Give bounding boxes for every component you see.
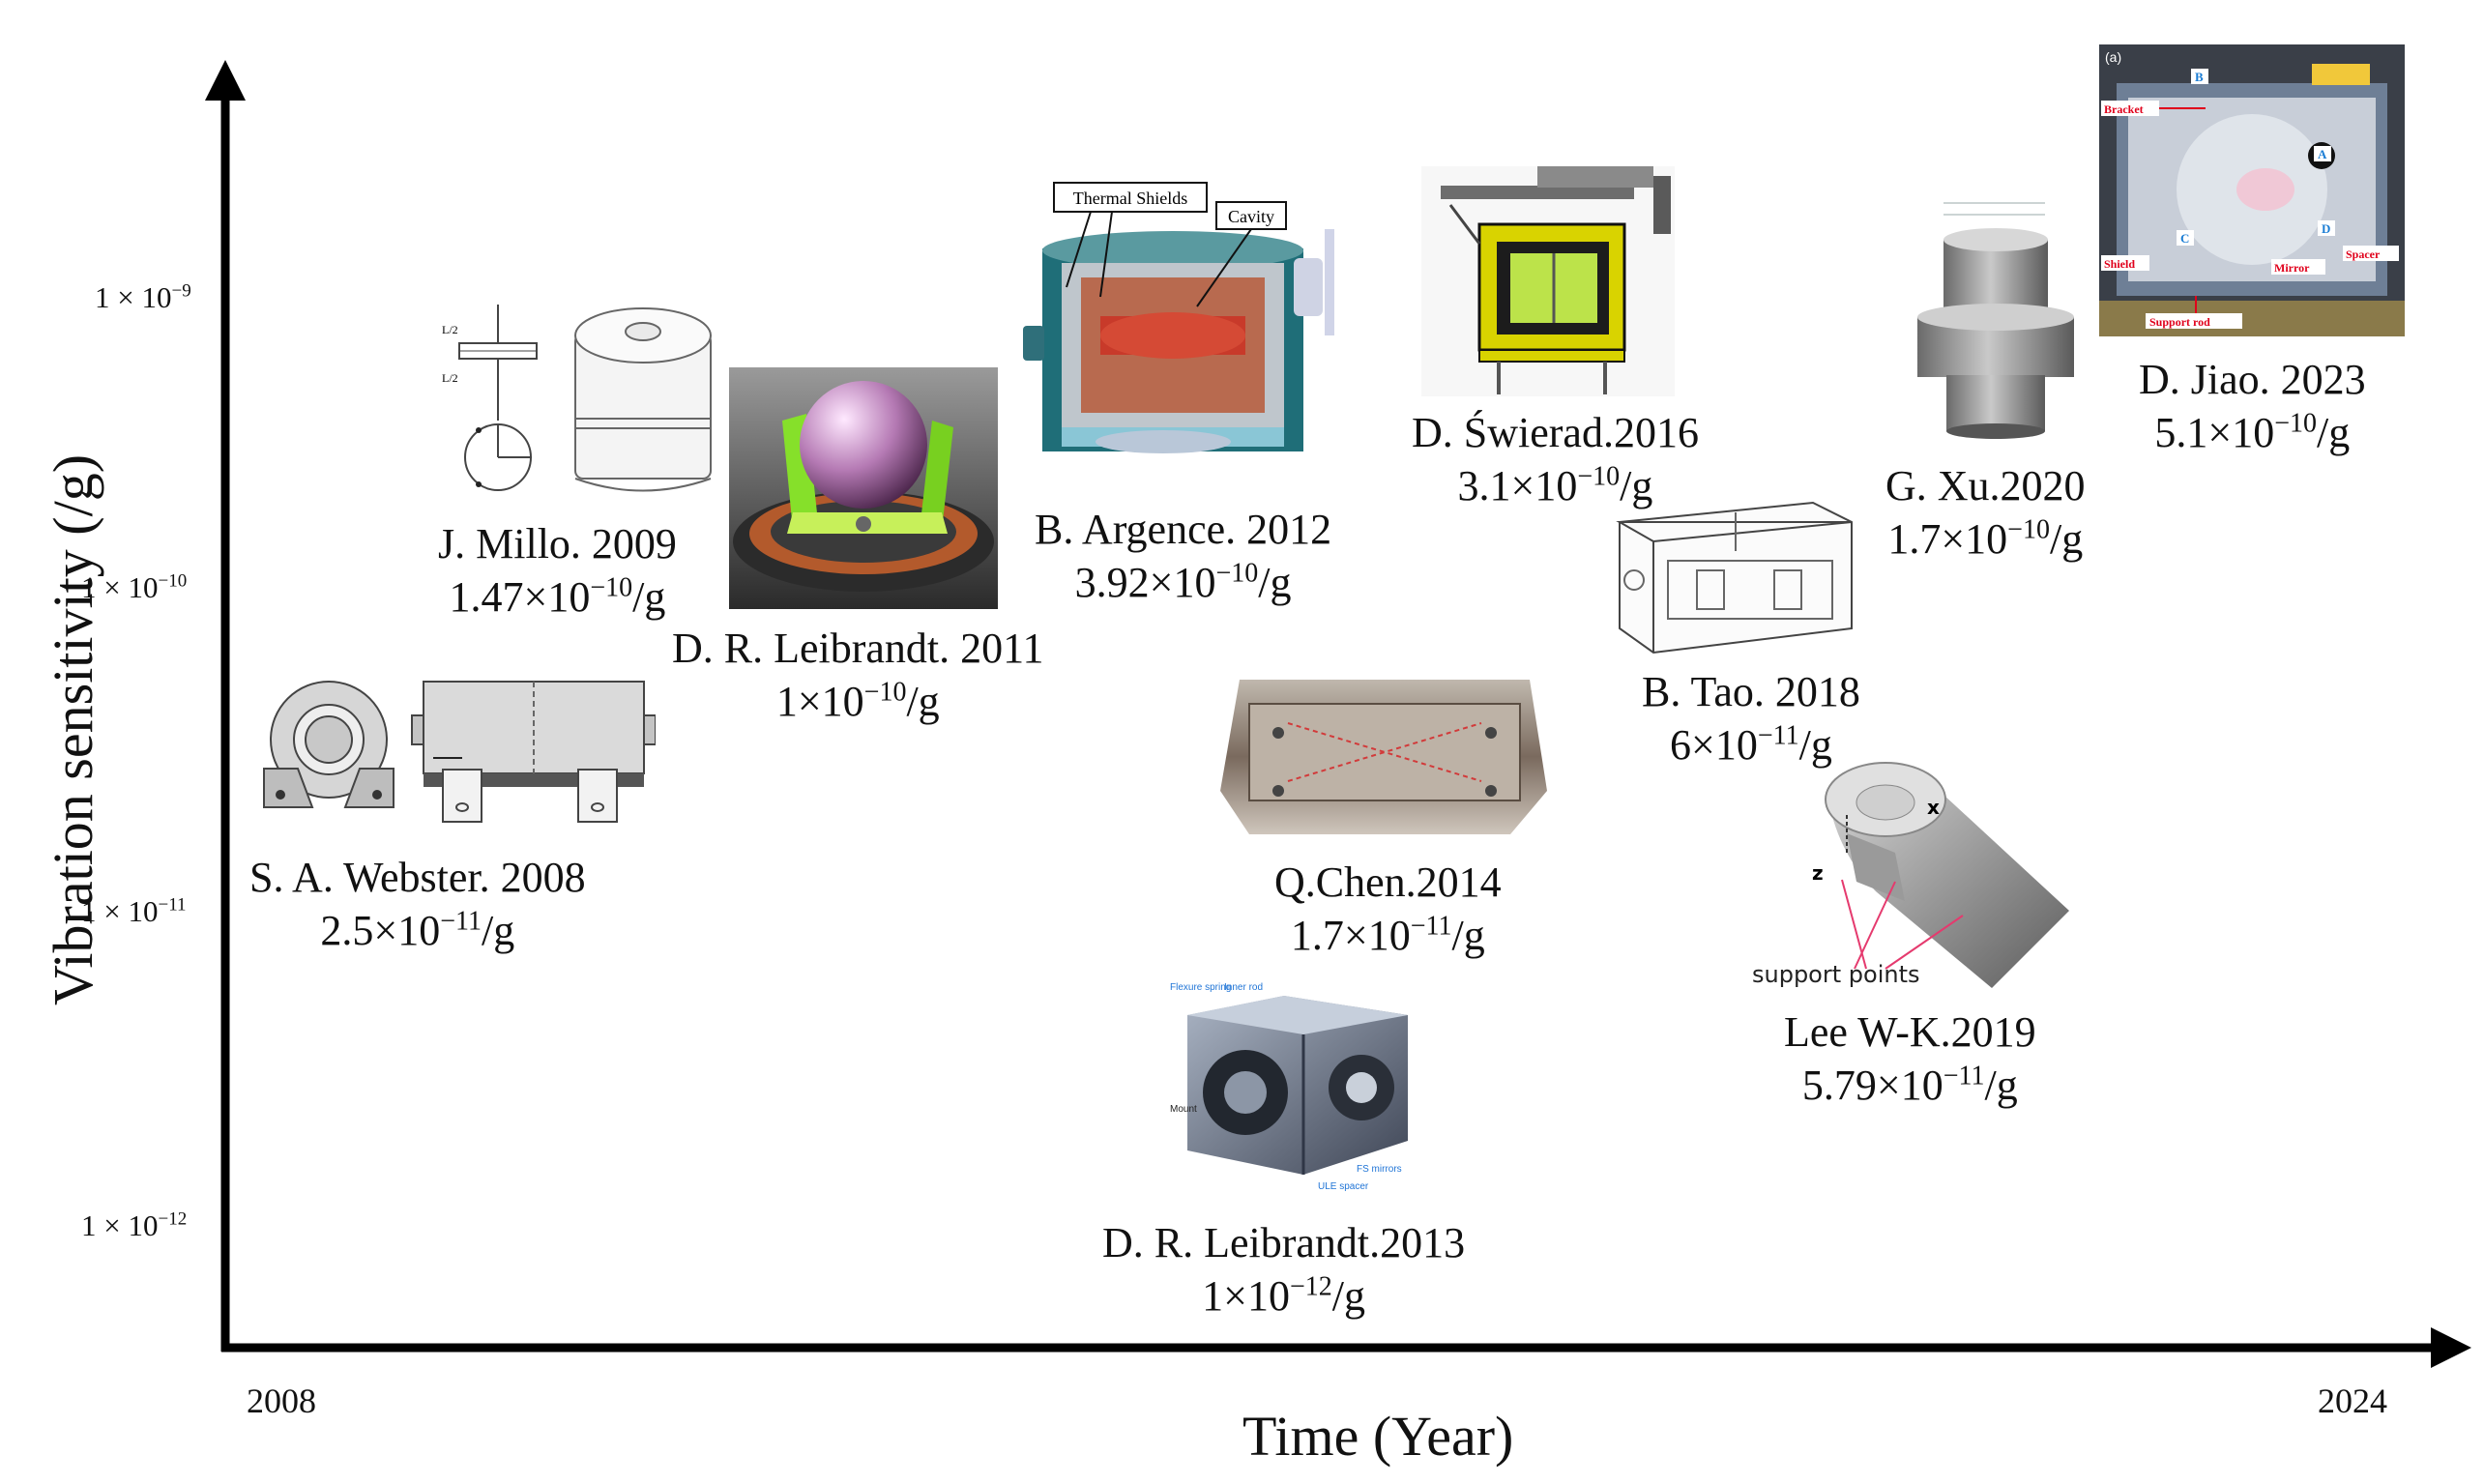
entry-value: 5.79×10−11/g	[1801, 1061, 2018, 1109]
y-tick-label: 1 × 10−9	[95, 280, 191, 314]
millo-dim-label: L/2	[442, 371, 458, 385]
thermal-shield-cutaway: Thermal Shields Cavity	[1023, 181, 1334, 476]
spacer-label: Spacer	[2346, 247, 2381, 261]
vertical-cavity-drawing: L/2 L/2	[440, 295, 720, 498]
entry-value: 1×10−12/g	[1202, 1271, 1366, 1320]
mirror-label: Mirror	[2274, 261, 2310, 275]
entry-value: 1×10−10/g	[775, 677, 940, 725]
thermal-shields-label: Thermal Shields	[1073, 189, 1187, 208]
ule-spacer-label: ULE spacer	[1318, 1181, 1369, 1192]
entry-name: Lee W-K.2019	[1784, 1008, 2036, 1056]
entry-argence-2012: B. Argence. 2012 3.92×10−10/g	[1035, 503, 1331, 609]
marker-a: A	[2318, 147, 2327, 161]
transportable-cavity-cad	[1421, 166, 1675, 396]
stepped-cylinder-cavity	[1910, 182, 2079, 441]
entry-value: 6×10−11/g	[1670, 720, 1832, 769]
entry-name: B. Tao. 2018	[1642, 668, 1860, 715]
entry-leibrandt-2011: D. R. Leibrandt. 2011 1×10−10/g	[672, 622, 1044, 728]
y-tick-label: 1 × 10−12	[81, 1208, 188, 1242]
entry-name: G. Xu.2020	[1885, 462, 2086, 509]
marker-b: B	[2195, 70, 2204, 84]
entry-name: J. Millo. 2009	[438, 520, 677, 567]
entry-name: D. R. Leibrandt. 2011	[672, 625, 1044, 672]
entry-chen-2014: Q.Chen.2014 1.7×10−11/g	[1274, 856, 1502, 962]
cavity-frame-drawing	[1610, 493, 1856, 655]
x-start-label: 2008	[247, 1382, 316, 1420]
flexure-label: Flexure spring	[1170, 982, 1231, 993]
x-axis-arrow	[2431, 1327, 2471, 1368]
fs-mirrors-label: FS mirrors	[1357, 1164, 1402, 1175]
entry-leibrandt-2013: D. R. Leibrandt.2013 1×10−12/g	[1102, 1216, 1465, 1323]
z-axis-label: z	[1812, 861, 1824, 885]
entry-name: D. Jiao. 2023	[2139, 356, 2366, 403]
entry-millo-2009: J. Millo. 2009 1.47×10−10/g	[438, 517, 677, 624]
panel-label: (a)	[2105, 49, 2121, 65]
bracket-label: Bracket	[2104, 102, 2144, 116]
support-points-caption: support points	[1752, 961, 1919, 988]
entry-name: D. R. Leibrandt.2013	[1102, 1219, 1466, 1266]
inner-rod-label: Inner rod	[1224, 982, 1263, 993]
entry-swierad-2016: D. Świerad.2016 3.1×10−10/g	[1412, 406, 1699, 512]
millo-dim-label: L/2	[442, 323, 458, 336]
x-axis-title: Time (Year)	[1242, 1405, 1514, 1468]
entry-value: 3.92×10−10/g	[1074, 558, 1292, 606]
entry-tao-2018: B. Tao. 2018 6×10−11/g	[1642, 665, 1860, 771]
entry-name: B. Argence. 2012	[1035, 506, 1332, 553]
entry-value: 3.1×10−10/g	[1457, 461, 1653, 509]
entry-lee-2019: Lee W-K.2019 5.79×10−11/g	[1784, 1005, 2036, 1112]
marker-c: C	[2180, 231, 2189, 246]
entry-value: 1.7×10−11/g	[1290, 911, 1485, 959]
y-axis-arrow	[205, 60, 246, 101]
spherical-cavity-render	[729, 367, 998, 609]
entry-value: 2.5×10−11/g	[320, 906, 515, 954]
entry-value: 1.7×10−10/g	[1887, 514, 2084, 563]
x-end-label: 2024	[2318, 1382, 2387, 1420]
cavity-label: Cavity	[1228, 207, 1274, 226]
entry-jiao-2023: D. Jiao. 2023 5.1×10−10/g	[2139, 353, 2366, 459]
entry-xu-2020: G. Xu.2020 1.7×10−10/g	[1885, 459, 2086, 566]
cubic-cavity-render: Flexure spring Inner rod Mount FS mirror…	[1168, 976, 1421, 1194]
entry-value: 5.1×10−10/g	[2154, 408, 2351, 456]
cavity-assembly-photo: (a) B A C D Bracket Shield Mirror Spacer…	[2099, 44, 2405, 336]
cavity-frame-photo	[1220, 675, 1547, 834]
entry-name: D. Świerad.2016	[1412, 409, 1699, 456]
shield-label: Shield	[2104, 257, 2135, 271]
support-points-cutaway: z x support points	[1750, 756, 2069, 988]
support-rod-label: Support rod	[2149, 315, 2210, 329]
mount-label: Mount	[1170, 1104, 1197, 1115]
x-cross-label: x	[1927, 796, 1940, 819]
entry-name: Q.Chen.2014	[1274, 858, 1502, 906]
y-tick-label: 1 × 10−10	[81, 570, 188, 604]
entry-name: S. A. Webster. 2008	[249, 854, 586, 901]
marker-d: D	[2322, 221, 2330, 236]
cylindrical-cavity-drawing	[259, 677, 656, 831]
entry-value: 1.47×10−10/g	[449, 572, 666, 621]
y-tick-label: 1 × 10−11	[81, 894, 187, 928]
entry-webster-2008: S. A. Webster. 2008 2.5×10−11/g	[249, 851, 586, 957]
